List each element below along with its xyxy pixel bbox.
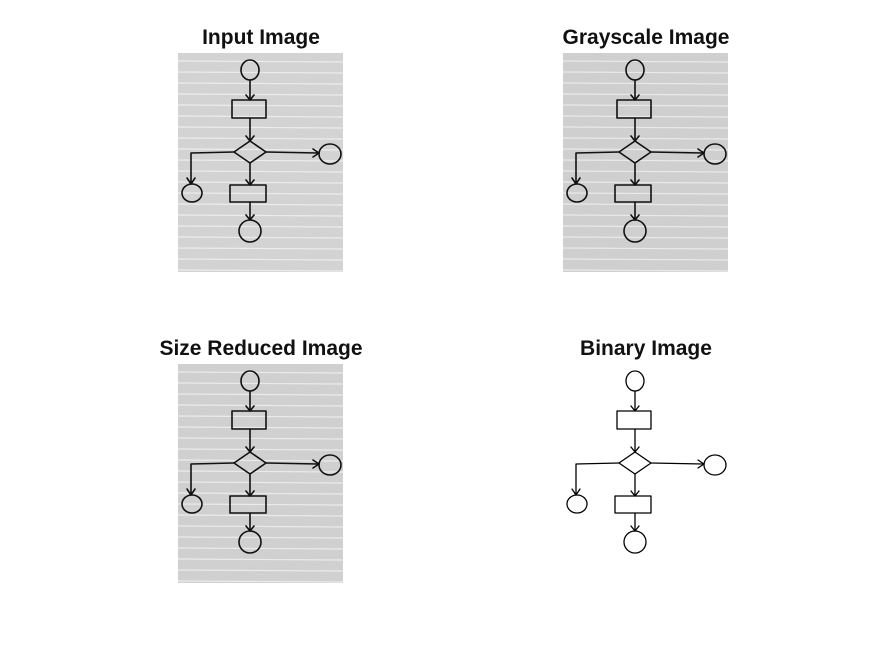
- ruled-line: [178, 236, 343, 239]
- panel-title: Grayscale Image: [562, 26, 730, 49]
- ruled-line: [178, 126, 343, 129]
- right-end-circle-shape: [318, 143, 342, 165]
- left-end-circle-shape: [566, 183, 588, 203]
- flowchart-drawing: [178, 53, 343, 272]
- paper-background: [563, 364, 728, 583]
- end-circle-shape: [238, 530, 262, 554]
- ruled-line: [178, 104, 343, 107]
- ruled-line: [178, 558, 343, 561]
- ruled-line: [178, 492, 343, 495]
- process-box-shape: [231, 410, 267, 430]
- flowchart-photo: [178, 364, 343, 583]
- panel-title: Binary Image: [580, 337, 712, 360]
- ruled-line: [563, 214, 728, 217]
- ruled-line: [563, 126, 728, 129]
- ruled-line: [563, 181, 728, 184]
- ruled-line: [563, 137, 728, 140]
- ruled-line: [178, 247, 343, 250]
- process-box-shape: [616, 410, 652, 430]
- process-box-shape: [229, 184, 267, 203]
- ruled-line: [178, 93, 343, 96]
- process-box-shape: [231, 99, 267, 119]
- ruled-line: [178, 437, 343, 440]
- ruled-line: [563, 236, 728, 239]
- ruled-line: [178, 214, 343, 217]
- flowchart-drawing: [563, 53, 728, 272]
- panel-title: Input Image: [202, 26, 320, 49]
- panel-title: Size Reduced Image: [159, 337, 363, 360]
- ruled-line: [178, 60, 343, 63]
- ruled-line: [178, 569, 343, 572]
- flowchart-drawing: [563, 364, 728, 583]
- ruled-line: [178, 170, 343, 173]
- end-circle-shape: [623, 219, 647, 243]
- ruled-line: [178, 525, 343, 528]
- left-end-circle-shape: [181, 494, 203, 514]
- ruled-line: [178, 71, 343, 74]
- ruled-line: [178, 115, 343, 118]
- ruled-line: [178, 393, 343, 396]
- ruled-line: [178, 580, 343, 583]
- ruled-line: [563, 159, 728, 162]
- ruled-line: [178, 159, 343, 162]
- ruled-line: [178, 181, 343, 184]
- process-box-shape: [614, 495, 652, 514]
- process-box-shape: [616, 99, 652, 119]
- ruled-line: [563, 93, 728, 96]
- right-end-circle-shape: [703, 143, 727, 165]
- ruled-line: [178, 514, 343, 517]
- paper-background: [178, 53, 343, 272]
- ruled-line: [178, 470, 343, 473]
- end-circle-shape: [238, 219, 262, 243]
- process-box-shape: [229, 495, 267, 514]
- flowchart-drawing: [178, 364, 343, 583]
- ruled-line: [178, 203, 343, 206]
- ruled-line: [563, 247, 728, 250]
- ruled-line: [563, 170, 728, 173]
- ruled-line: [178, 448, 343, 451]
- ruled-line: [563, 192, 728, 195]
- ruled-line: [178, 371, 343, 374]
- ruled-line: [178, 382, 343, 385]
- ruled-line: [178, 415, 343, 418]
- paper-background: [178, 364, 343, 583]
- ruled-line: [563, 71, 728, 74]
- ruled-line: [178, 269, 343, 272]
- flowchart-photo: [563, 53, 728, 272]
- ruled-line: [178, 137, 343, 140]
- ruled-line: [563, 258, 728, 261]
- right-end-circle-shape: [703, 454, 727, 476]
- flowchart-photo: [563, 364, 728, 583]
- left-end-circle-shape: [181, 183, 203, 203]
- ruled-line: [563, 104, 728, 107]
- ruled-line: [178, 426, 343, 429]
- ruled-line: [178, 503, 343, 506]
- ruled-line: [178, 258, 343, 261]
- ruled-line: [178, 481, 343, 484]
- left-end-circle-shape: [566, 494, 588, 514]
- ruled-line: [178, 404, 343, 407]
- ruled-line: [178, 192, 343, 195]
- ruled-line: [563, 115, 728, 118]
- ruled-line: [563, 269, 728, 272]
- ruled-line: [178, 82, 343, 85]
- ruled-line: [563, 203, 728, 206]
- flowchart-photo: [178, 53, 343, 272]
- ruled-line: [563, 82, 728, 85]
- process-box-shape: [614, 184, 652, 203]
- right-end-circle-shape: [318, 454, 342, 476]
- ruled-line: [563, 60, 728, 63]
- ruled-line: [178, 547, 343, 550]
- paper-background: [563, 53, 728, 272]
- end-circle-shape: [623, 530, 647, 554]
